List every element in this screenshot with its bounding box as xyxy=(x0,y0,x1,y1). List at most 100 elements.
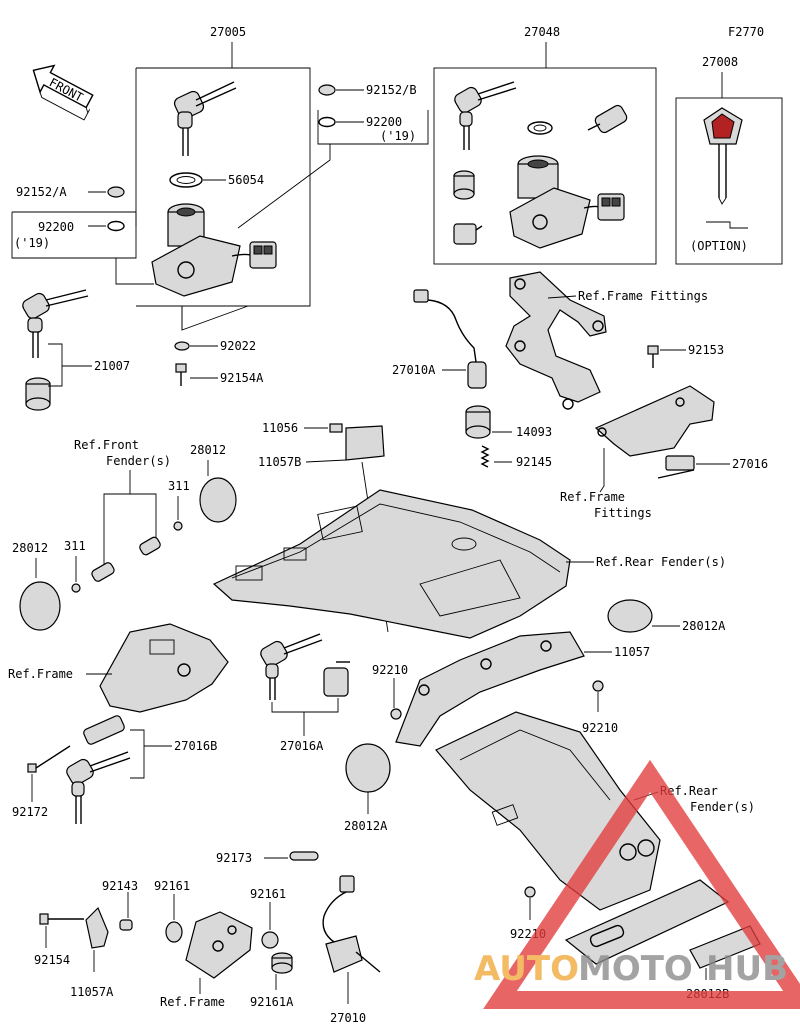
label-92152a: 92152/A xyxy=(16,185,67,199)
front-arrow-icon: FRONT xyxy=(32,64,94,121)
watermark-text-auto: AUTO xyxy=(474,949,579,989)
seat-lock-27048 xyxy=(587,104,628,134)
washer-92200-left xyxy=(107,220,125,232)
washer-92022 xyxy=(174,341,190,351)
grommet-92152b xyxy=(318,84,336,96)
lock-bracket-27016 xyxy=(594,385,715,479)
label-11057: 11057 xyxy=(614,645,650,659)
label-27005: 27005 xyxy=(210,25,246,39)
label-ref-front-fender-b: Fender(s) xyxy=(106,454,171,468)
washer-92200-top xyxy=(318,116,336,128)
ignition-key xyxy=(173,81,237,156)
collar-92143 xyxy=(119,919,133,931)
plate-92173 xyxy=(289,851,319,861)
label-ref-rear-fender: Ref.Rear Fender(s) xyxy=(596,555,726,569)
label-11057a: 11057A xyxy=(70,985,114,999)
label-92200-top-year: ('19) xyxy=(380,129,416,143)
screw-92153 xyxy=(647,345,659,368)
label-92161a: 92161A xyxy=(250,995,294,1009)
label-ref-frame-bottom: Ref.Frame xyxy=(160,995,225,1009)
front-label: FRONT xyxy=(47,75,85,104)
label-ref-rear-fender2-b: Fender(s) xyxy=(690,800,755,814)
frame-fitting-bracket xyxy=(505,271,607,410)
label-92210-mid: 92210 xyxy=(372,663,408,677)
label-92161-2: 92161 xyxy=(250,887,286,901)
box-19-left xyxy=(11,211,137,259)
label-ref-frame-fittings-2b: Fittings xyxy=(594,506,652,520)
label-311-top: 311 xyxy=(168,479,190,493)
label-28012-left: 28012 xyxy=(12,541,48,555)
label-56054: 56054 xyxy=(228,173,264,187)
label-92154a: 92154A xyxy=(220,371,264,385)
label-27008: 27008 xyxy=(702,55,738,69)
label-ref-frame-fittings-2a: Ref.Frame xyxy=(560,490,625,504)
label-92145: 92145 xyxy=(516,455,552,469)
seat-lock-cable-27010a xyxy=(413,289,487,389)
watermark-triangle xyxy=(483,759,800,1009)
label-92173: 92173 xyxy=(216,851,252,865)
nut-92210-mid xyxy=(390,708,402,720)
label-11057b: 11057B xyxy=(258,455,301,469)
key-27016a xyxy=(260,633,323,700)
washer-56054 xyxy=(169,172,203,188)
bracket-27005 xyxy=(136,67,311,307)
label-ref-frame: Ref.Frame xyxy=(8,667,73,681)
box-27048 xyxy=(433,67,657,265)
label-14093: 14093 xyxy=(516,425,552,439)
label-92152b: 92152/B xyxy=(366,83,417,97)
washer-27048 xyxy=(527,121,553,135)
bracket-27016b xyxy=(130,729,145,779)
label-27016a: 27016A xyxy=(280,739,324,753)
label-27010: 27010 xyxy=(330,1011,366,1025)
spring-92145 xyxy=(480,445,490,468)
label-ref-frame-fittings-1: Ref.Frame Fittings xyxy=(578,289,708,303)
bracket-19 xyxy=(317,110,429,145)
leader-19 xyxy=(237,144,331,229)
nut-92210-right xyxy=(592,680,604,692)
label-92161-1: 92161 xyxy=(154,879,190,893)
key-21007 xyxy=(22,289,89,358)
label-27010a: 27010A xyxy=(392,363,436,377)
label-92153: 92153 xyxy=(688,343,724,357)
bracket-27016a xyxy=(271,698,339,713)
clip-11056 xyxy=(329,423,385,461)
bolt-92154a xyxy=(175,363,187,386)
nut-92210-bottom xyxy=(524,886,536,898)
label-27016b: 27016B xyxy=(174,739,217,753)
watermark-text-hub: HUB xyxy=(706,949,788,989)
watermark-text-moto: MOTO xyxy=(578,949,693,989)
frame-bracket-bottom xyxy=(185,911,253,979)
diagram-code: F2770 xyxy=(728,25,764,39)
label-option: (OPTION) xyxy=(690,239,748,253)
label-92022: 92022 xyxy=(220,339,256,353)
seat-lock-cable-27010 xyxy=(322,875,381,973)
label-92154: 92154 xyxy=(34,953,70,967)
label-27016: 27016 xyxy=(732,457,768,471)
rear-fender-tray xyxy=(212,489,571,639)
damper-front-2 xyxy=(91,562,115,582)
label-28012a-mid: 28012A xyxy=(344,819,388,833)
label-92172: 92172 xyxy=(12,805,48,819)
lock-cylinder-27048 xyxy=(453,170,475,200)
label-311-left: 311 xyxy=(64,539,86,553)
key-holder-27048 xyxy=(453,223,483,245)
washer-311-left xyxy=(71,583,81,593)
label-92210-right: 92210 xyxy=(582,721,618,735)
label-92200-left: 92200 xyxy=(38,220,74,234)
label-ref-front-fender-a: Ref.Front xyxy=(74,438,139,452)
lock-pin-14093 xyxy=(465,405,491,439)
ignition-switch-27048 xyxy=(509,155,625,249)
label-28012a-right: 28012A xyxy=(682,619,726,633)
damper-front-1 xyxy=(139,536,161,556)
bolt-92172 xyxy=(27,745,71,773)
label-ref-rear-fender2-a: Ref.Rear xyxy=(660,784,718,798)
bracket-11057a xyxy=(85,906,109,949)
lock-cylinder-21007 xyxy=(25,377,51,411)
frame-section xyxy=(99,623,229,713)
bracket-21007 xyxy=(48,343,63,387)
label-92200-left-year: ('19) xyxy=(14,236,50,250)
ignition-switch xyxy=(151,203,277,297)
leader-left-19 xyxy=(115,258,154,285)
label-27048: 27048 xyxy=(524,25,560,39)
